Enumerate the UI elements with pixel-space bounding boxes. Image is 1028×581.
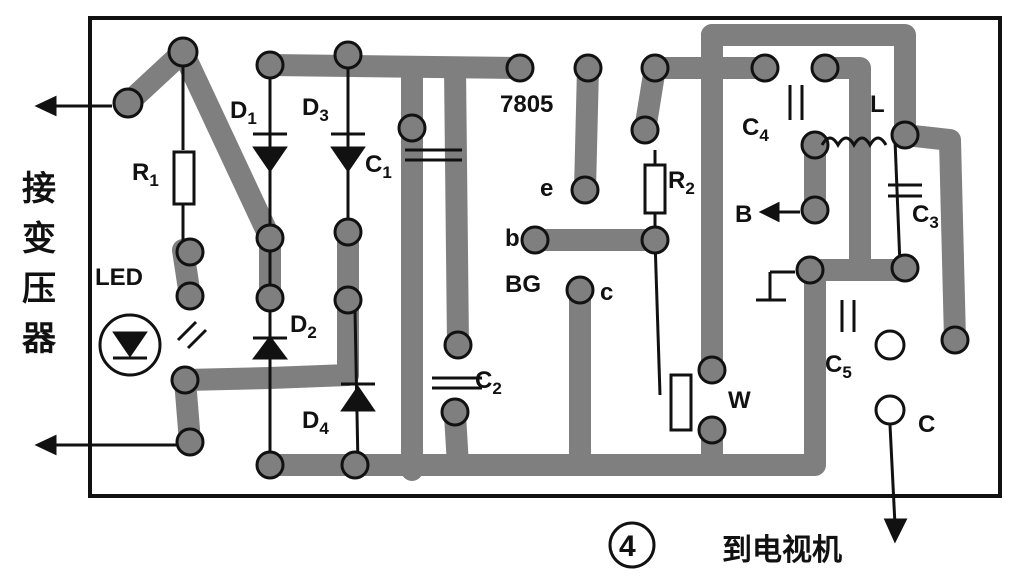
potentiometer-w (669, 373, 693, 432)
label-d2: D2 (290, 311, 317, 342)
label-bg: BG (505, 271, 541, 298)
label-7805: 7805 (500, 91, 553, 118)
label-d1: D1 (230, 97, 257, 128)
label-b: b (505, 225, 520, 252)
label-r2: R2 (668, 167, 695, 198)
component-symbols (98, 85, 922, 432)
svg-text:器: 器 (22, 319, 57, 359)
inductor-l (820, 136, 888, 149)
figure-number: 4 (619, 530, 636, 563)
component-labels: D1 D3 D2 D4 C1 C2 C3 C4 C5 R1 R2 LED 780… (95, 91, 939, 438)
resistor-r1 (172, 150, 196, 206)
label-d4: D4 (302, 407, 329, 438)
board-outline (88, 16, 1002, 498)
solder-pads (112, 36, 970, 480)
resistor-r2 (643, 163, 667, 215)
label-c5: C5 (825, 351, 852, 382)
diode-d4 (340, 385, 376, 412)
label-w: W (728, 387, 751, 414)
svg-text:接: 接 (22, 169, 56, 209)
label-c2: C2 (475, 367, 502, 398)
label-out-b: B (735, 201, 752, 228)
diode-d1 (252, 146, 288, 173)
label-c: c (600, 279, 613, 306)
label-d3: D3 (302, 94, 329, 125)
to-tv-label: 到电视机 (722, 533, 842, 568)
label-c3: C3 (912, 201, 939, 232)
side-label: 接 变 压 器 (22, 169, 57, 359)
label-l: L (870, 91, 885, 118)
label-out-c: C (918, 411, 935, 438)
figure-number-circle (608, 521, 656, 569)
label-c1: C1 (365, 151, 392, 182)
connection-arrows (34, 95, 908, 544)
svg-text:变: 变 (22, 219, 56, 259)
svg-text:压: 压 (22, 269, 56, 309)
diode-d2 (252, 335, 288, 360)
label-r1: R1 (132, 159, 159, 190)
label-led: LED (95, 264, 143, 291)
diode-d3 (330, 146, 366, 173)
label-c4: C4 (742, 114, 769, 145)
label-e: e (540, 175, 553, 202)
